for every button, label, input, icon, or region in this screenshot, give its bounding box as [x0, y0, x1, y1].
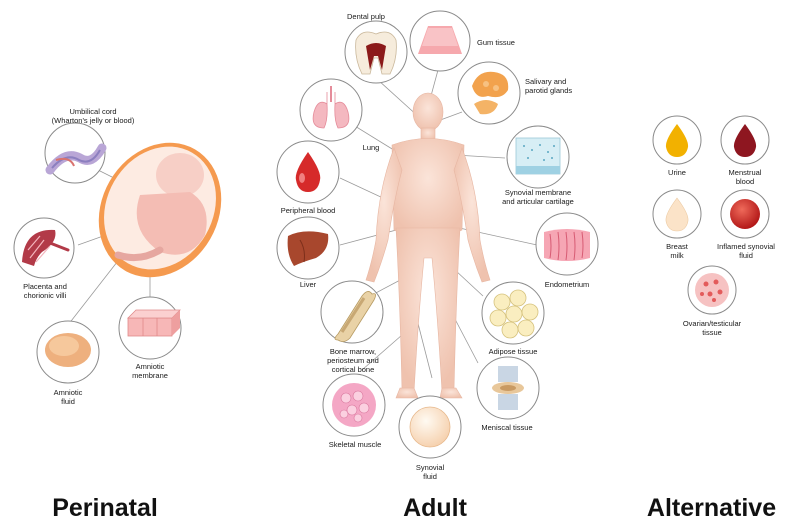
label-lung: Lung [356, 143, 386, 152]
label-gum-tissue: Gum tissue [477, 38, 537, 47]
lung-icon [300, 79, 362, 141]
label-salivary: Salivary and parotid glands [525, 77, 595, 95]
label-ovarian: Ovarian/testicular tissue [672, 319, 752, 337]
adipose-icon [482, 282, 544, 344]
umbilical-cord-icon [45, 123, 105, 183]
ovarian-tissue-icon [688, 266, 736, 314]
label-urine: Urine [657, 168, 697, 177]
skeletal-muscle-icon [323, 374, 385, 436]
blood-drop-icon [277, 141, 339, 203]
label-dental-pulp: Dental pulp [336, 12, 396, 21]
label-skeletal-muscle: Skeletal muscle [320, 440, 390, 449]
label-menstrual-blood: Menstrual blood [720, 168, 770, 186]
label-synovial-fluid: Synovial fluid [405, 463, 455, 481]
label-amniotic-membrane: Amniotic membrane [118, 362, 182, 380]
menstrual-blood-drop-icon [721, 116, 769, 164]
label-synovial-membrane: Synovial membrane and articular cartilag… [493, 188, 583, 206]
cartilage-icon [507, 126, 569, 188]
amniotic-membrane-icon [119, 297, 181, 359]
label-breast-milk: Breast milk [655, 242, 699, 260]
label-amniotic-fluid: Amniotic fluid [38, 388, 98, 406]
bone-icon [321, 281, 383, 343]
synovial-fluid-icon [399, 396, 461, 458]
section-title-perinatal: Perinatal [20, 494, 190, 522]
label-bone-marrow: Bone marrow, periosteum and cortical bon… [318, 347, 388, 374]
dental-pulp-icon [345, 21, 407, 83]
section-title-adult: Adult [370, 494, 500, 522]
label-meniscal: Meniscal tissue [472, 423, 542, 432]
label-umbilical-cord: Umbilical cord (Wharton's jelly or blood… [38, 107, 148, 125]
liver-icon [277, 217, 339, 279]
label-placenta: Placenta and chorionic villi [5, 282, 85, 300]
label-liver: Liver [290, 280, 326, 289]
label-adipose: Adipose tissue [478, 347, 548, 356]
gum-tissue-icon [410, 11, 470, 71]
label-peripheral-blood: Peripheral blood [268, 206, 348, 215]
salivary-gland-icon [458, 62, 520, 124]
meniscus-icon [477, 357, 539, 419]
urine-drop-icon [653, 116, 701, 164]
endometrium-icon [536, 213, 598, 275]
label-endometrium: Endometrium [535, 280, 599, 289]
synovial-cell-icon [721, 190, 769, 238]
amniotic-fluid-icon [37, 321, 99, 383]
milk-drop-icon [653, 190, 701, 238]
section-title-alternative: Alternative [630, 494, 793, 522]
label-inflamed-synovial: Inflamed synovial fluid [708, 242, 784, 260]
placenta-icon [14, 218, 74, 278]
